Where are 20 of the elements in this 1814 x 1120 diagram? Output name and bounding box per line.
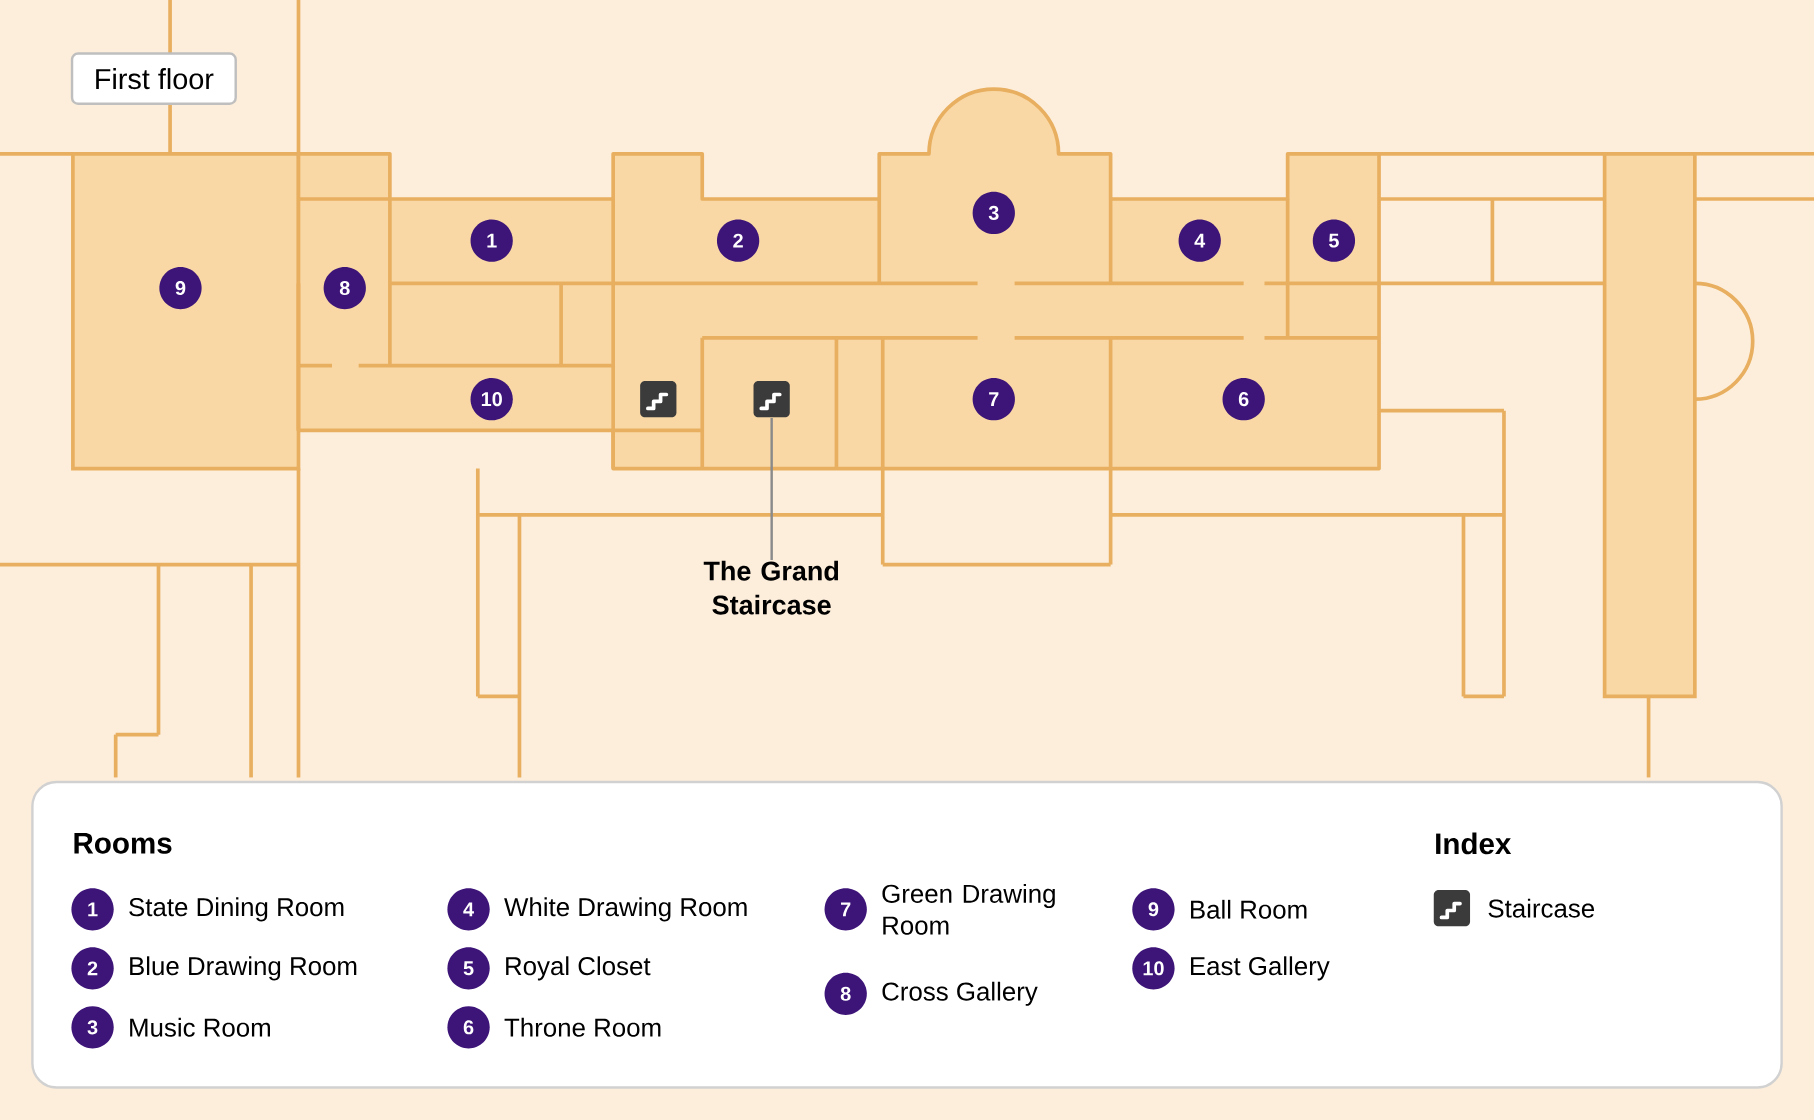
legend-heading: Index bbox=[1436, 832, 1512, 855]
legend-panel bbox=[31, 780, 1783, 1089]
room-name: East Gallery bbox=[1191, 956, 1330, 981]
floor-label: First floor bbox=[70, 52, 237, 106]
room-name: Royal Closet bbox=[506, 956, 651, 981]
staircase-icon bbox=[753, 381, 790, 418]
leader-line bbox=[770, 418, 773, 561]
room-name: Throne Room bbox=[504, 1017, 661, 1037]
room-name: Ball Room bbox=[1191, 899, 1307, 919]
staircase-icon bbox=[640, 381, 677, 418]
room-name: White Drawing Room bbox=[504, 897, 747, 922]
room-name: Green Drawing Room bbox=[882, 884, 1055, 935]
callout-label: The Grand Staircase bbox=[703, 560, 839, 615]
index-entry: Staircase bbox=[1488, 898, 1594, 918]
staircase-icon bbox=[1433, 890, 1471, 927]
legend-heading: Rooms bbox=[74, 833, 172, 854]
room-name: State Dining Room bbox=[129, 897, 344, 922]
room-name: Blue Drawing Room bbox=[130, 956, 357, 981]
room-name: Music Room bbox=[130, 1017, 270, 1037]
room-name: Cross Gallery bbox=[882, 981, 1038, 1006]
